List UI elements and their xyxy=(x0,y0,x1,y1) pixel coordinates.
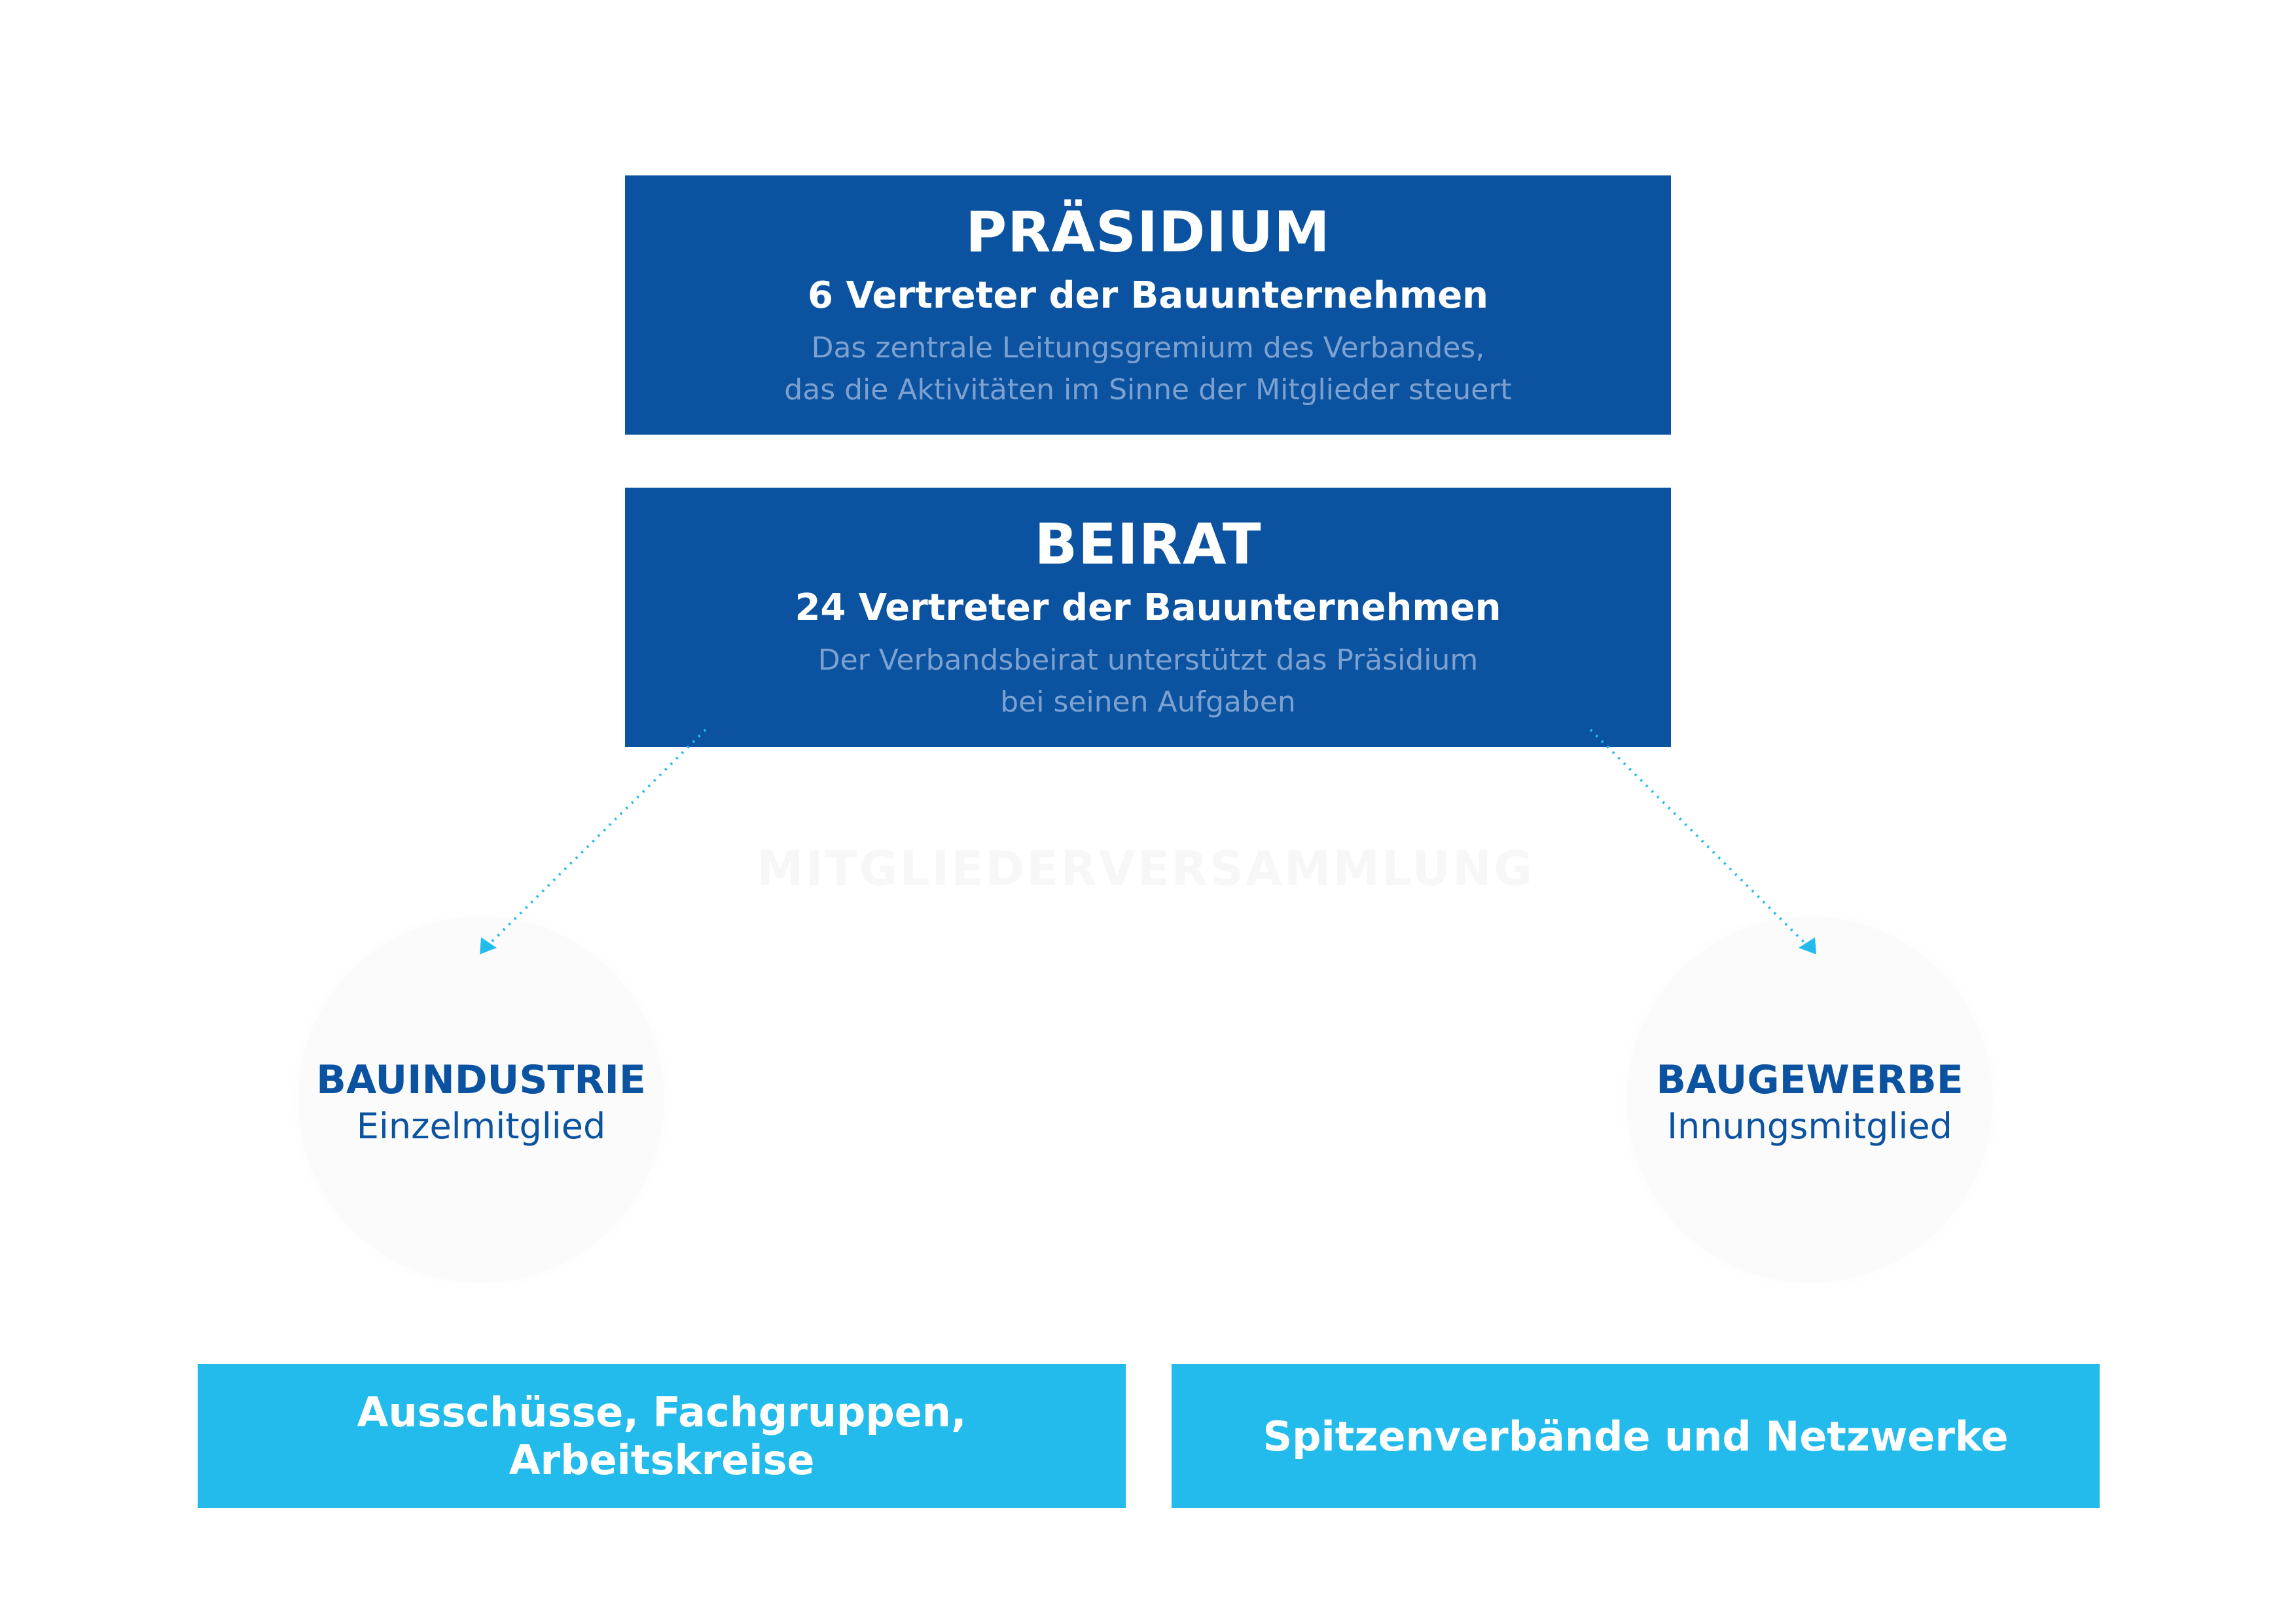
praesidium-title: PRÄSIDIUM xyxy=(965,200,1331,265)
member-baugewerbe: BAUGEWERBE Innungsmitglied xyxy=(1626,1060,1993,1144)
beirat-box: BEIRAT 24 Vertreter der Bauunternehmen D… xyxy=(625,488,1671,747)
left-arrowhead-icon xyxy=(480,937,497,954)
networks-box: Spitzenverbände und Netzwerke xyxy=(1172,1364,2100,1508)
praesidium-box: PRÄSIDIUM 6 Vertreter der Bauunternehmen… xyxy=(625,175,1671,435)
committees-label: Ausschüsse, Fachgruppen, Arbeitskreise xyxy=(357,1388,967,1484)
right-arrowhead-icon xyxy=(1799,937,1816,954)
beirat-title: BEIRAT xyxy=(1034,512,1262,577)
committees-box: Ausschüsse, Fachgruppen, Arbeitskreise xyxy=(198,1364,1126,1508)
left-member-circle xyxy=(298,916,664,1283)
member-bauindustrie: BAUINDUSTRIE Einzelmitglied xyxy=(298,1060,664,1144)
praesidium-description: Das zentrale Leitungsgremium des Verband… xyxy=(784,327,1511,411)
praesidium-subtitle: 6 Vertreter der Bauunternehmen xyxy=(807,274,1489,317)
beirat-description-line2: bei seinen Aufgaben xyxy=(1000,685,1296,719)
beirat-description-line1: Der Verbandsbeirat unterstützt das Präsi… xyxy=(817,643,1479,677)
member-baugewerbe-subtitle: Innungsmitglied xyxy=(1667,1106,1952,1147)
beirat-subtitle: 24 Vertreter der Bauunternehmen xyxy=(795,586,1501,629)
right-member-circle xyxy=(1626,916,1993,1283)
member-bauindustrie-title: BAUINDUSTRIE xyxy=(316,1057,646,1103)
beirat-description: Der Verbandsbeirat unterstützt das Präsi… xyxy=(818,640,1479,723)
right-arrow xyxy=(1589,729,1809,947)
member-baugewerbe-title: BAUGEWERBE xyxy=(1656,1057,1964,1103)
networks-label: Spitzenverbände und Netzwerke xyxy=(1263,1412,2009,1460)
praesidium-description-line2: das die Aktivitäten im Sinne der Mitglie… xyxy=(784,373,1512,406)
member-bauindustrie-subtitle: Einzelmitglied xyxy=(356,1106,606,1147)
ghost-label: MITGLIEDERVERSAMMLUNG xyxy=(756,841,1535,896)
left-arrow xyxy=(486,729,707,947)
praesidium-description-line1: Das zentrale Leitungsgremium des Verband… xyxy=(811,331,1485,365)
